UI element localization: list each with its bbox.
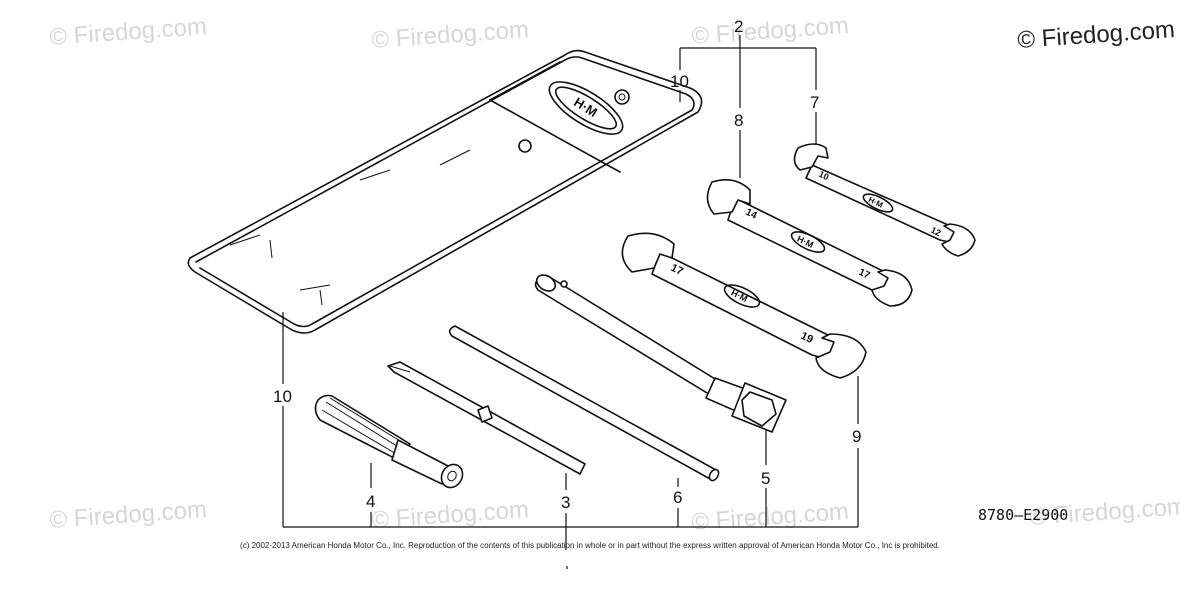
watermark: © Firedog.com	[49, 496, 208, 534]
wrench-size-label: 17	[857, 267, 872, 282]
callout-8: 8	[734, 111, 743, 130]
wrench-7: 10 12 H·M	[793, 143, 976, 257]
copyright-notice: (c) 2002-2013 American Honda Motor Co., …	[240, 541, 940, 550]
callout-3: 3	[561, 493, 570, 512]
watermark: © Firedog.com	[371, 16, 530, 54]
callout-5: 5	[761, 469, 770, 488]
callout-10: 10	[273, 387, 292, 406]
wrench-size-label: 14	[744, 207, 759, 222]
callout-2: 2	[734, 17, 743, 36]
leader-lines	[282, 35, 859, 569]
handle-bar	[448, 325, 720, 482]
diagram-code: 8780—E2900	[978, 506, 1068, 524]
wrench-size-label: 12	[929, 225, 942, 238]
screwdriver-handle	[314, 394, 464, 489]
wrench-8: 14 17 H·M	[706, 179, 913, 307]
watermark: © Firedog.com	[371, 496, 530, 534]
callout-6: 6	[673, 488, 682, 507]
wrench-size-label: 19	[799, 330, 815, 346]
box-wrench	[534, 274, 787, 433]
screwdriver-blade	[387, 361, 586, 475]
callout-4: 4	[366, 492, 375, 511]
wrench-9: 17 19 H·M	[621, 232, 867, 379]
watermark: © Firedog.com	[1017, 16, 1176, 54]
watermark: © Firedog.com	[49, 13, 208, 51]
callout-7: 7	[810, 93, 819, 112]
wrench-size-label: 17	[669, 262, 685, 278]
tool-bag: H·M	[187, 49, 703, 334]
wrench-size-label: 10	[817, 169, 830, 182]
watermark: © Firedog.com	[691, 12, 850, 50]
callout-10: 10	[670, 72, 689, 91]
watermark: © Firedog.com	[691, 498, 850, 536]
callout-9: 9	[852, 427, 861, 446]
